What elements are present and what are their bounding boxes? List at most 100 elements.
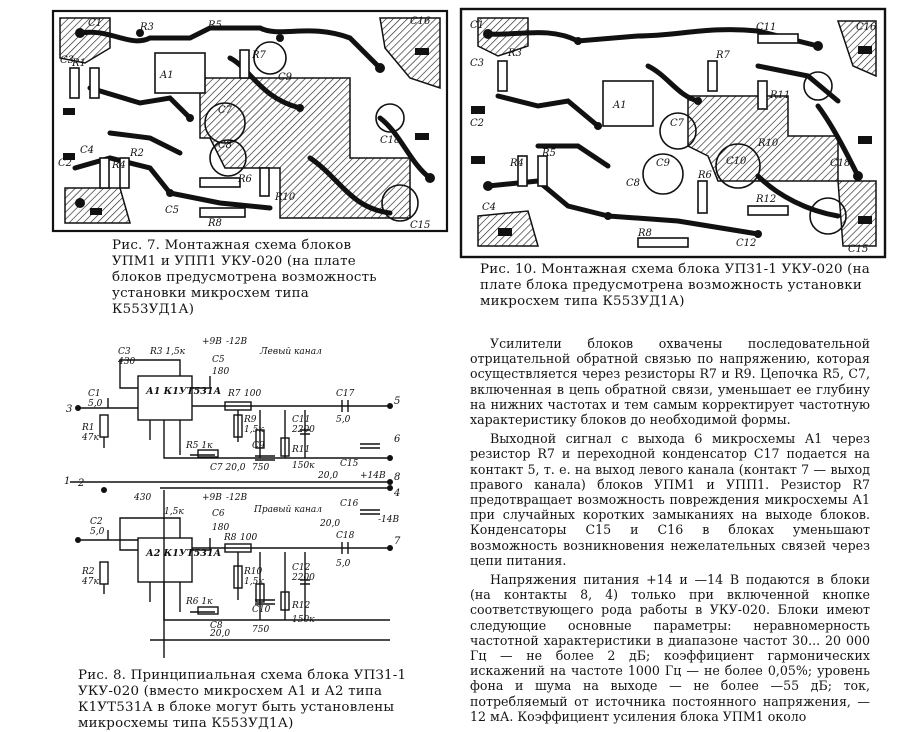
fig10-label-c16-top: C16 xyxy=(856,22,877,33)
c10-label: C10 xyxy=(252,605,271,615)
c6-value: 180 xyxy=(212,523,229,533)
r7-value: 100 xyxy=(244,389,261,399)
fig10-label-r7: R7 xyxy=(715,50,731,61)
supply-pos-a1: +9В xyxy=(202,337,222,347)
fig7-label-c15: C15 xyxy=(410,220,430,231)
r4-value: 1,5к xyxy=(164,507,184,517)
fig7-label-c8: C8 xyxy=(218,140,232,151)
fig10-label-c9: C9 xyxy=(656,158,671,169)
right-channel-label: Правый канал xyxy=(253,505,322,515)
r11-value: 150к xyxy=(292,461,315,471)
body-text: Усилители блоков охвачены последовательн… xyxy=(470,336,870,728)
fig7-label-a1: A1 xyxy=(159,70,174,81)
terminal-7: 7 xyxy=(394,536,401,547)
r9-value: 1,5к xyxy=(244,425,264,435)
c1-value: 5,0 xyxy=(88,399,103,409)
r12-value: 150к xyxy=(292,615,315,625)
c16-value: 20,0 xyxy=(319,519,340,529)
fig10-pcb-layout: C1 C3 C2 C11 R7 R11 C16 A1 C7 C9 R4 C10 … xyxy=(459,7,887,259)
body-paragraph-2: Выходной сигнал с выхода 6 микросхемы А1… xyxy=(470,431,870,568)
fig7-caption: Рис. 7. Монтажная схема блоков УПМ1 и УП… xyxy=(112,238,377,317)
fig10-label-r10: R10 xyxy=(757,138,779,149)
r3-label: R3 1,5к xyxy=(149,347,186,357)
c10-value: 750 xyxy=(252,625,269,635)
terminal-1: 1 xyxy=(64,476,70,487)
plus14-label: +14В xyxy=(360,471,386,481)
r10-label: R10 xyxy=(243,567,263,577)
r6-label: R6 1к xyxy=(185,597,213,607)
terminal-2: 2 xyxy=(77,478,84,489)
fig10-label-c7: C7 xyxy=(670,118,685,129)
fig7-label-r6: R6 xyxy=(237,174,253,185)
fig10-label-r3: R3 xyxy=(507,48,522,59)
r2-label: R2 xyxy=(81,567,95,577)
c9-label: C9 xyxy=(252,441,265,451)
fig10-label-c10: C10 xyxy=(726,156,747,167)
fig7-label-r7: R7 xyxy=(251,50,267,61)
body-paragraph-3: Напряжения питания +14 и —14 В подаются … xyxy=(470,572,870,724)
fig10-label-c11: C11 xyxy=(756,22,776,33)
fig7-pcb-layout: C1 C16 C3 A1 R5 C4 R7 C7 C8 C18 C2 C5 R6… xyxy=(51,9,449,233)
left-channel-label: Левый канал xyxy=(259,347,322,357)
fig10-label-r8: R8 xyxy=(637,228,652,239)
r8-value: 100 xyxy=(240,533,257,543)
fig10-label-c2: C2 xyxy=(470,118,484,129)
c1-label: C1 xyxy=(88,389,101,399)
r2-value: 47к xyxy=(81,577,99,587)
minus14-label: -14В xyxy=(378,515,399,525)
fig10-label-r4: R4 xyxy=(509,158,524,169)
terminal-4: 4 xyxy=(393,488,400,499)
r1-label: R1 xyxy=(81,423,95,433)
fig7-label-c18: C18 xyxy=(380,135,400,146)
c5-value: 180 xyxy=(212,367,229,377)
c15-value: 20,0 xyxy=(317,471,338,481)
fig10-label-c15: C15 xyxy=(848,244,868,255)
fig7-label-c16: C16 xyxy=(410,16,431,27)
fig7-label-c1: C1 xyxy=(88,18,102,29)
c16-label: C16 xyxy=(340,499,359,509)
c7-label: C7 20,0 xyxy=(210,463,246,473)
fig10-caption: Рис. 10. Монтажная схема блока УПЗ1-1 УК… xyxy=(480,262,870,309)
fig7-label-r8: R8 xyxy=(207,218,222,229)
c8-value: 20,0 xyxy=(209,629,230,639)
fig7-label-c5: C5 xyxy=(165,205,179,216)
c11-label: C11 xyxy=(292,415,310,425)
fig10-label-r12: R12 xyxy=(755,194,776,205)
c15-label: C15 xyxy=(340,459,359,469)
supply-neg-a1: -12В xyxy=(226,337,247,347)
fig10-label-c1: C1 xyxy=(470,20,484,31)
fig7-label-r1: R1 xyxy=(71,58,86,69)
chip-a1 xyxy=(137,375,193,421)
c17-value: 5,0 xyxy=(336,415,351,425)
fig7-label-r4: R4 xyxy=(111,160,126,171)
a2-chip-label: А2 К1УТ531А xyxy=(145,548,222,559)
fig7-label-r5: R5 xyxy=(207,20,222,31)
fig8-schematic: А1 К1УТ531А R3 1,5к +9В -12В C3 430 C5 1… xyxy=(64,337,401,658)
supply-neg-a2: -12В xyxy=(226,493,247,503)
fig7-label-r10: R10 xyxy=(274,192,296,203)
terminal-5: 5 xyxy=(394,396,400,407)
fig10-label-r11: R11 xyxy=(769,90,790,101)
c9-value: 750 xyxy=(252,463,269,473)
fig7-label-c7: C7 xyxy=(218,105,233,116)
c12-value: 2200 xyxy=(291,573,315,583)
r7-label: R7 xyxy=(227,389,241,399)
c18-value: 5,0 xyxy=(336,559,351,569)
c11-value: 2200 xyxy=(291,425,315,435)
body-paragraph-1: Усилители блоков охвачены последовательн… xyxy=(470,336,870,428)
c12-label: C12 xyxy=(292,563,311,573)
fig10-label-c3: C3 xyxy=(470,58,484,69)
fig7-label-c9: C9 xyxy=(278,72,293,83)
fig10-label-c12: C12 xyxy=(736,238,756,249)
r12-label: R12 xyxy=(291,601,311,611)
c2-label: C2 xyxy=(90,517,103,527)
c4-value: 430 xyxy=(133,493,151,503)
c3-label: C3 xyxy=(118,347,131,357)
fig7-label-r2: R2 xyxy=(129,148,144,159)
fig8-caption: Рис. 8. Принципиальная схема блока УПЗ1-… xyxy=(78,668,407,731)
r1-value: 47к xyxy=(81,433,99,443)
r8-label: R8 xyxy=(223,533,237,543)
c6-label: C6 xyxy=(212,509,225,519)
terminal-6: 6 xyxy=(394,434,401,445)
c17-label: C17 xyxy=(336,389,355,399)
